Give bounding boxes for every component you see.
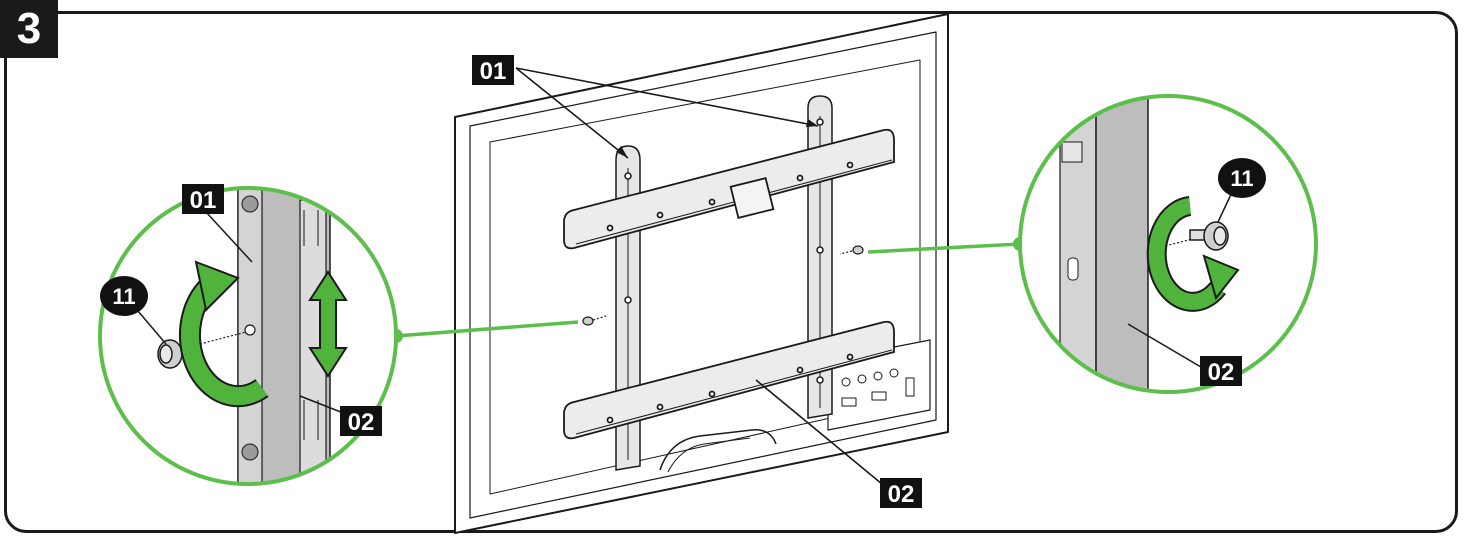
callout-label: 01 <box>182 184 224 214</box>
step-frame <box>4 11 1458 533</box>
horizontal-rail-bottom <box>563 320 895 440</box>
callout-text: 02 <box>348 409 375 436</box>
callout-label: 02 <box>1200 356 1242 386</box>
up-down-arrow-icon <box>308 270 348 378</box>
callout-label: 02 <box>340 406 382 436</box>
knob-screw-icon <box>839 245 864 255</box>
leader-lines <box>515 67 883 485</box>
callout-text: 01 <box>480 58 507 85</box>
step-number-badge: 3 <box>0 0 58 58</box>
knob-screw-icon <box>582 315 607 326</box>
callout-text: 01 <box>190 187 217 214</box>
horizontal-rail-top <box>563 128 895 250</box>
callout-oval: 11 <box>1218 158 1266 198</box>
callout-text: 02 <box>1208 359 1235 386</box>
detail-connector-lines <box>395 242 1021 338</box>
right-detail-view <box>1018 94 1318 394</box>
callout-label: 02 <box>880 478 922 508</box>
callout-text: 11 <box>1230 166 1253 191</box>
callout-text: 02 <box>888 481 915 508</box>
callout-label: 01 <box>472 55 514 85</box>
callout-oval: 11 <box>100 276 148 316</box>
rotate-arrow-icon <box>178 260 269 408</box>
callout-text: 11 <box>112 284 135 309</box>
knob-screw-icon <box>1189 221 1229 251</box>
left-detail-view <box>98 186 398 486</box>
tv-back-panel <box>454 13 949 534</box>
rotate-arrow-icon <box>1146 196 1240 312</box>
